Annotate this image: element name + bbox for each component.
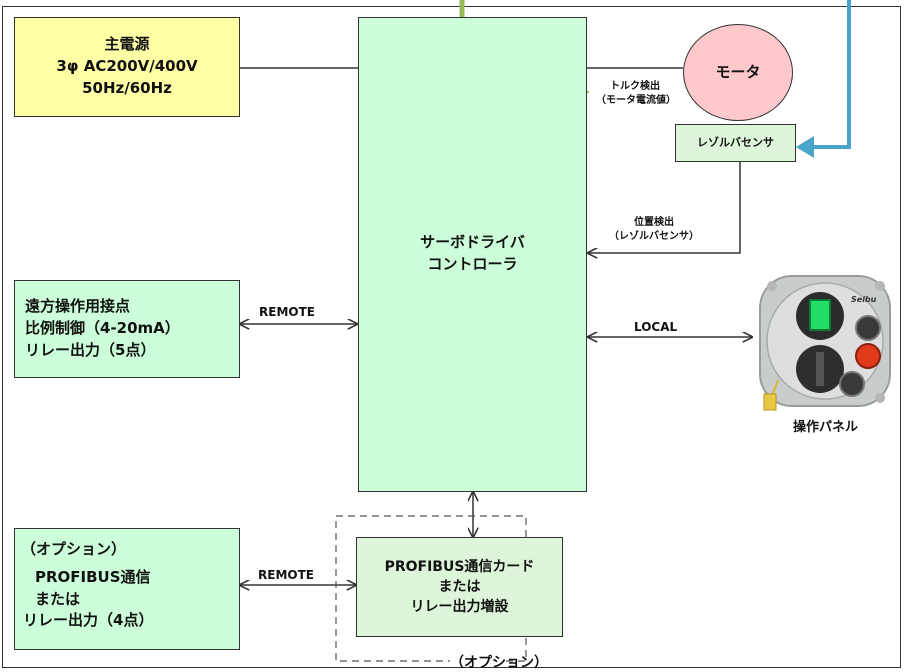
card-line3: リレー出力増設 — [410, 599, 509, 616]
option-label: （オプション） — [450, 655, 548, 671]
local-label: LOCAL — [634, 320, 678, 334]
profibus-card-box: PROFIBUS通信カード または リレー出力増設 — [356, 537, 563, 637]
option-box-line2: PROFIBUS通信 — [35, 567, 151, 586]
option-box-line1: （オプション） — [21, 540, 127, 558]
resolver-label: レゾルバセンサ — [697, 136, 774, 150]
card-line2: または — [438, 578, 481, 595]
position-detection-label: 位置検出 （レゾルバセンサ） — [609, 217, 699, 242]
diagram-frame — [2, 6, 901, 668]
position-line — [588, 162, 741, 253]
operation-panel-image: Seibu — [756, 272, 896, 412]
remote-label-2: REMOTE — [258, 568, 314, 582]
operation-panel-graphic: Seibu — [759, 275, 891, 411]
power-title: 主電源 — [104, 35, 150, 54]
panel-brand-text: Seibu — [851, 295, 877, 304]
option-box-line4: リレー出力（4点） — [23, 611, 154, 630]
blue-arrowhead — [796, 136, 814, 158]
motor-circle: モータ — [683, 24, 793, 121]
power-voltage: 3φ AC200V/400V — [56, 57, 198, 76]
driver-label-1: サーボドライバ — [420, 233, 525, 251]
remote-box-line3: リレー出力（5点） — [25, 340, 156, 359]
option-profibus-box: （オプション） PROFIBUS通信 または リレー出力（4点） — [14, 528, 240, 650]
servo-driver-box: サーボドライバ コントローラ — [358, 17, 587, 492]
motor-label: モータ — [715, 62, 761, 81]
option-dashed-border — [335, 515, 527, 662]
blue-flow-arrow — [812, 0, 851, 149]
option-box-line3: または — [35, 589, 81, 608]
main-power-box: 主電源 3φ AC200V/400V 50Hz/60Hz — [14, 17, 240, 117]
operation-panel-label: 操作パネル — [793, 420, 859, 435]
torque-detection-label: トルク検出 （モータ電流値） — [596, 81, 676, 106]
card-line1: PROFIBUS通信カード — [384, 558, 535, 575]
driver-label-2: コントローラ — [427, 254, 518, 273]
remote-label-1: REMOTE — [259, 305, 315, 319]
remote-contacts-box: 遠方操作用接点 比例制御（4-20mA） リレー出力（5点） — [14, 280, 240, 378]
resolver-sensor-box: レゾルバセンサ — [675, 124, 796, 162]
power-frequency: 50Hz/60Hz — [82, 78, 172, 97]
remote-box-line1: 遠方操作用接点 — [25, 297, 131, 316]
remote-box-line2: 比例制御（4-20mA） — [25, 319, 180, 338]
